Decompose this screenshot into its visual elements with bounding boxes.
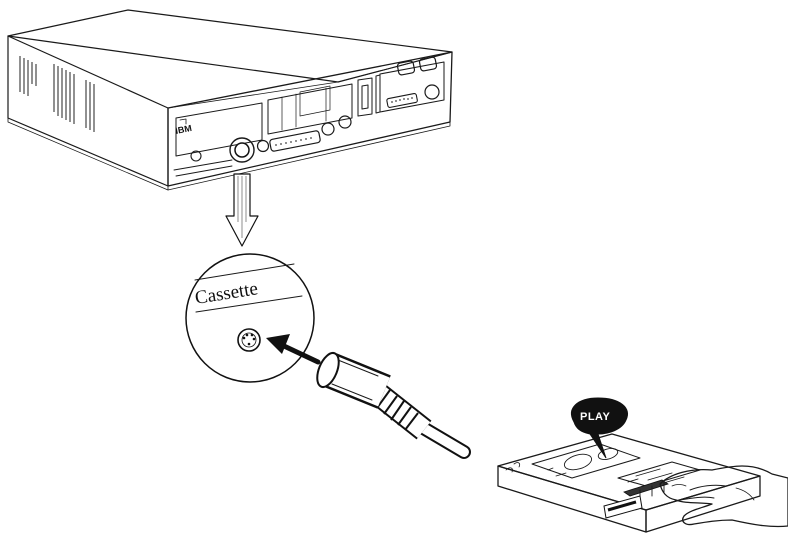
play-callout: PLAY <box>571 398 627 458</box>
down-arrow-icon <box>226 174 258 246</box>
cassette-port-callout: Cassette <box>186 254 314 382</box>
ibm-logo: IBM <box>174 119 192 136</box>
play-button-label: PLAY <box>580 411 610 423</box>
system-unit: IBM <box>8 10 452 190</box>
cassette-recorder <box>498 434 788 532</box>
recorder-keys <box>604 462 700 518</box>
din-socket <box>238 329 260 351</box>
side-vents <box>20 56 94 132</box>
svg-text:IBM: IBM <box>174 123 192 136</box>
cassette-cable <box>313 350 464 452</box>
hand <box>660 466 788 527</box>
